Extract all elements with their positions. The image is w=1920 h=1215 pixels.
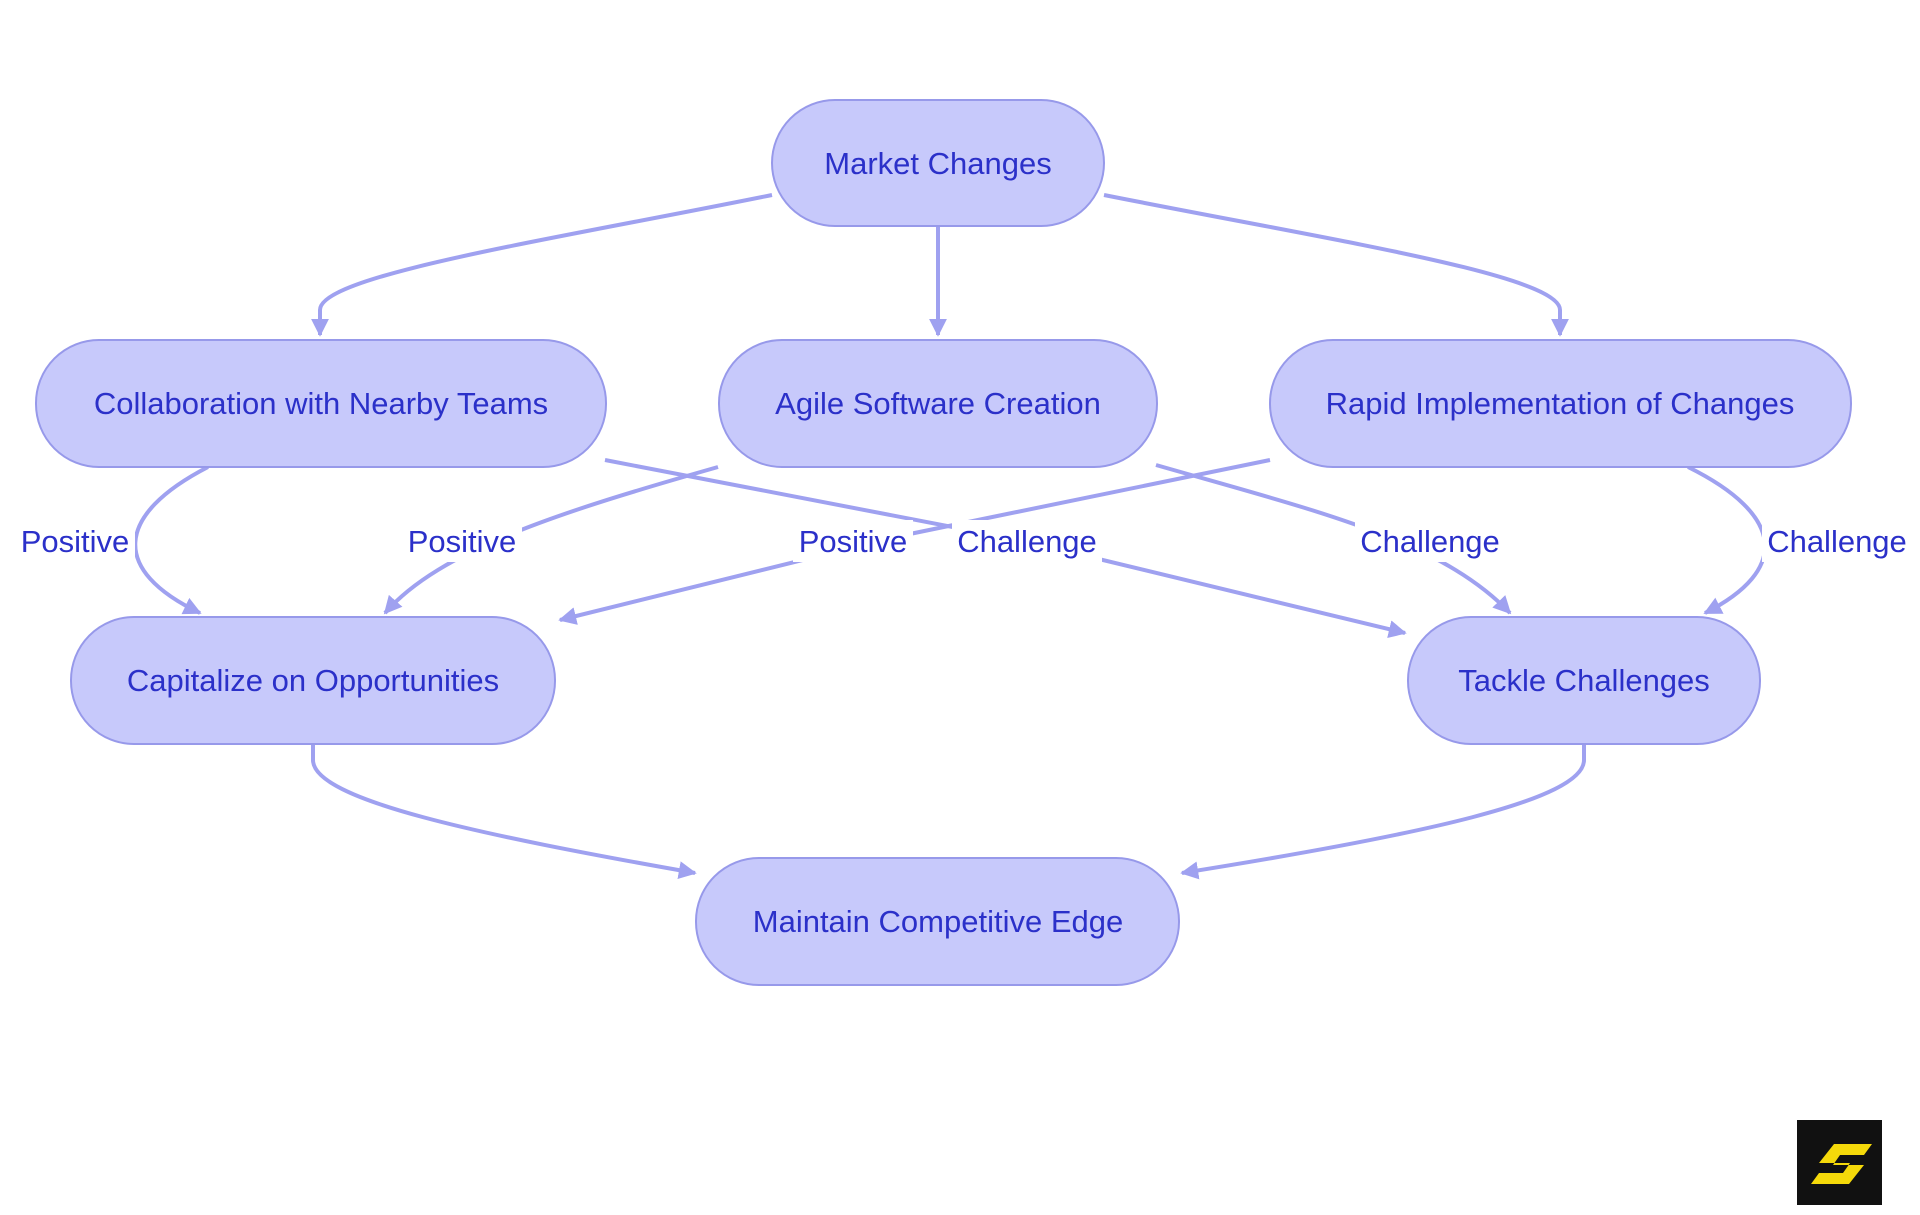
edge-label-challenge-collaboration: Challenge	[952, 520, 1102, 562]
edge-capitalize-to-maintain	[311, 745, 697, 880]
svg-text:Tackle Challenges: Tackle Challenges	[1458, 663, 1710, 698]
svg-text:Positive: Positive	[408, 524, 517, 559]
edge-label-challenge-agile: Challenge	[1355, 520, 1505, 562]
node-capitalize-on-opportunities: Capitalize on Opportunities	[70, 616, 556, 745]
edge-label-positive-agile: Positive	[402, 520, 522, 562]
svg-text:Positive: Positive	[21, 524, 130, 559]
svg-text:Agile Software Creation: Agile Software Creation	[775, 386, 1101, 421]
node-market-changes: Market Changes	[771, 99, 1105, 227]
svg-text:Capitalize on Opportunities: Capitalize on Opportunities	[127, 663, 499, 698]
edge-tackle-to-maintain	[1180, 745, 1586, 880]
svg-text:Challenge: Challenge	[957, 524, 1097, 559]
svg-text:Rapid Implementation of Change: Rapid Implementation of Changes	[1326, 386, 1795, 421]
node-agile-software-creation: Agile Software Creation	[718, 339, 1158, 468]
svg-text:Market Changes: Market Changes	[824, 146, 1051, 181]
svg-text:Collaboration with Nearby Team: Collaboration with Nearby Teams	[94, 386, 548, 421]
svg-text:Challenge: Challenge	[1360, 524, 1500, 559]
svg-text:Challenge: Challenge	[1767, 524, 1907, 559]
edge-label-positive-rapid: Positive	[793, 520, 913, 562]
node-maintain-competitive-edge: Maintain Competitive Edge	[695, 857, 1180, 986]
edge-rapid-to-capitalize	[558, 458, 1271, 625]
edge-collaboration-to-capitalize	[133, 465, 209, 615]
node-collaboration-with-nearby-teams: Collaboration with Nearby Teams	[35, 339, 607, 468]
edge-rapid-to-tackle	[1687, 465, 1767, 615]
svg-text:Maintain Competitive Edge: Maintain Competitive Edge	[753, 904, 1123, 939]
edge-label-positive-collaboration: Positive	[15, 520, 135, 562]
edge-market-to-rapid	[1103, 193, 1569, 337]
edge-market-to-collaboration	[311, 193, 773, 337]
edge-label-challenge-rapid: Challenge	[1762, 520, 1912, 562]
svg-text:Positive: Positive	[799, 524, 908, 559]
node-tackle-challenges: Tackle Challenges	[1407, 616, 1761, 745]
node-rapid-implementation-of-changes: Rapid Implementation of Changes	[1269, 339, 1852, 468]
brand-logo-icon	[1797, 1120, 1882, 1205]
